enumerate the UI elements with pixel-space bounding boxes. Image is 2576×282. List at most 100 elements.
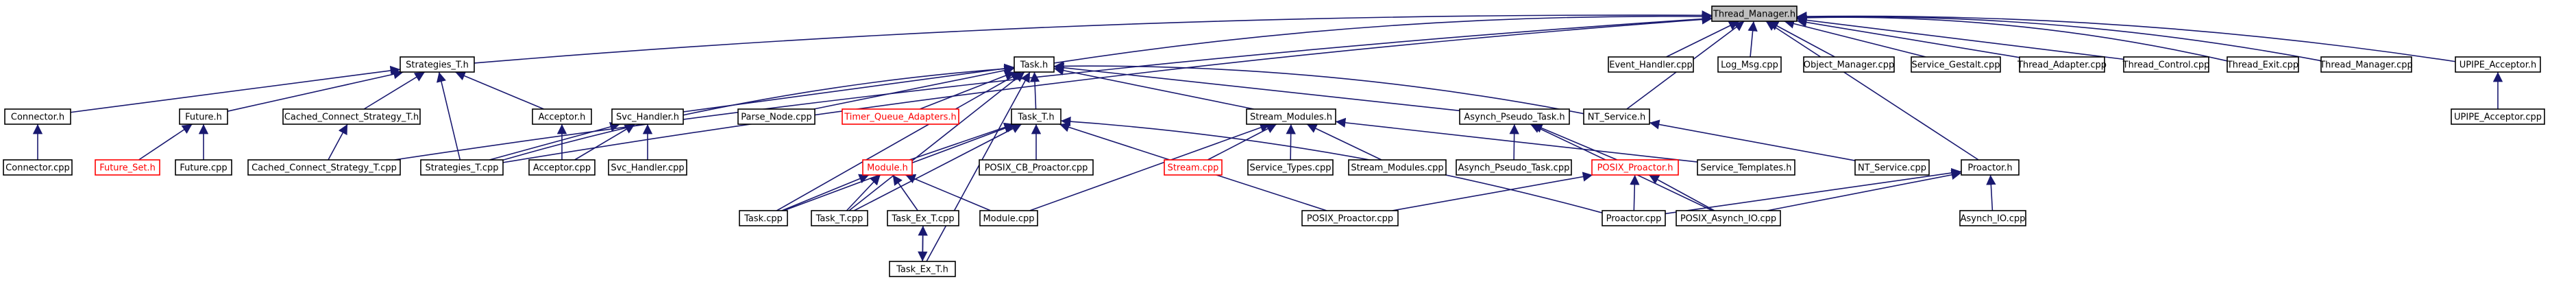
node-task_h[interactable]: Task.h xyxy=(1014,56,1055,73)
node-thread_manager_cpp[interactable]: Thread_Manager.cpp xyxy=(2319,56,2413,73)
node-label-stream_cpp: Stream.cpp xyxy=(1168,163,1219,174)
node-box-task_cpp xyxy=(739,210,788,226)
node-posix_asynch_io_cpp[interactable]: POSIX_Asynch_IO.cpp xyxy=(1676,210,1781,226)
node-box-task_ex_t_cpp xyxy=(887,210,959,226)
node-acceptor_h[interactable]: Acceptor.h xyxy=(532,108,592,125)
node-box-task_t_cpp xyxy=(811,210,868,226)
node-label-module_h: Module.h xyxy=(867,163,908,174)
node-acceptor_cpp[interactable]: Acceptor.cpp xyxy=(528,159,596,176)
node-thread_exit_cpp[interactable]: Thread_Exit.cpp xyxy=(2227,56,2299,73)
node-label-future_h: Future.h xyxy=(185,113,222,123)
node-box-thread_exit_cpp xyxy=(2227,56,2299,73)
node-service_templates_h[interactable]: Service_Templates.h xyxy=(1697,159,1795,176)
node-parse_node_cpp[interactable]: Parse_Node.cpp xyxy=(737,108,815,125)
edge-service_types_cpp-to-stream_modules_h xyxy=(1286,124,1296,161)
edge-strategies_t_cpp-to-strategies_t_h xyxy=(436,71,461,161)
node-task_t_cpp[interactable]: Task_T.cpp xyxy=(811,210,868,226)
node-box-service_templates_h xyxy=(1697,159,1795,176)
node-posix_cb_proactor_cpp[interactable]: POSIX_CB_Proactor.cpp xyxy=(979,159,1094,176)
node-asynch_pseudo_task_cpp[interactable]: Asynch_Pseudo_Task.cpp xyxy=(1456,159,1572,176)
node-svc_handler_cpp[interactable]: Svc_Handler.cpp xyxy=(608,159,687,176)
edge-module_cpp-to-module_h xyxy=(905,174,991,211)
node-upipe_acceptor_h[interactable]: UPIPE_Acceptor.h xyxy=(2455,56,2541,73)
node-box-parse_node_cpp xyxy=(737,108,815,125)
node-proactor_cpp[interactable]: Proactor.cpp xyxy=(1602,210,1666,226)
edge-timer_queue_adapters_h-to-task_h xyxy=(919,71,1016,110)
node-box-upipe_acceptor_cpp xyxy=(2451,108,2545,125)
node-asynch_pseudo_task_h[interactable]: Asynch_Pseudo_Task.h xyxy=(1459,108,1570,125)
edge-future_h-to-strategies_t_h xyxy=(227,69,404,112)
edge-nt_service_h-to-task_h xyxy=(1053,61,1584,115)
node-log_msg_cpp[interactable]: Log_Msg.cpp xyxy=(1717,56,1782,73)
node-service_types_cpp[interactable]: Service_Types.cpp xyxy=(1247,159,1334,176)
edge-stream_modules_cpp-to-stream_modules_h xyxy=(1306,124,1382,161)
node-cached_connect_strategy_t_h[interactable]: Cached_Connect_Strategy_T.h xyxy=(282,108,421,125)
edge-log_msg_cpp-to-thread_manager_h xyxy=(1747,21,1758,58)
node-module_cpp[interactable]: Module.cpp xyxy=(979,210,1038,226)
node-posix_proactor_cpp[interactable]: POSIX_Proactor.cpp xyxy=(1301,210,1399,226)
node-stream_modules_h[interactable]: Stream_Modules.h xyxy=(1246,108,1336,125)
node-svc_handler_h[interactable]: Svc_Handler.h xyxy=(611,108,684,125)
node-label-future_set_h: Future_Set.h xyxy=(99,163,156,174)
node-box-strategies_t_cpp xyxy=(420,159,504,176)
node-box-posix_proactor_h xyxy=(1591,159,1679,176)
node-stream_cpp[interactable]: Stream.cpp xyxy=(1164,159,1223,176)
node-thread_adapter_cpp[interactable]: Thread_Adapter.cpp xyxy=(2017,56,2107,73)
node-label-asynch_io_cpp: Asynch_IO.cpp xyxy=(1961,214,2026,224)
node-timer_queue_adapters_h[interactable]: Timer_Queue_Adapters.h xyxy=(842,108,959,125)
edge-posix_asynch_io_cpp-to-proactor_h xyxy=(1767,169,1962,211)
node-connector_h[interactable]: Connector.h xyxy=(4,108,71,125)
node-future_h[interactable]: Future.h xyxy=(179,108,228,125)
node-asynch_io_cpp[interactable]: Asynch_IO.cpp xyxy=(1959,210,2026,226)
node-box-connector_h xyxy=(4,108,71,125)
node-box-stream_modules_cpp xyxy=(1348,159,1447,176)
node-label-service_types_cpp: Service_Types.cpp xyxy=(1250,163,1332,174)
node-upipe_acceptor_cpp[interactable]: UPIPE_Acceptor.cpp xyxy=(2451,108,2545,125)
node-service_gestalt_cpp[interactable]: Service_Gestalt.cpp xyxy=(1911,56,2001,73)
node-task_ex_t_h[interactable]: Task_Ex_T.h xyxy=(889,261,956,277)
node-task_t_h[interactable]: Task_T.h xyxy=(1011,108,1062,125)
node-label-acceptor_cpp: Acceptor.cpp xyxy=(533,163,591,174)
node-label-log_msg_cpp: Log_Msg.cpp xyxy=(1721,60,1778,71)
edge-upipe_acceptor_h-to-thread_manager_h xyxy=(1796,11,2456,62)
node-task_ex_t_cpp[interactable]: Task_Ex_T.cpp xyxy=(887,210,959,226)
edge-acceptor_h-to-strategies_t_h xyxy=(455,71,544,110)
node-cached_connect_strategy_t_cpp[interactable]: Cached_Connect_Strategy_T.cpp xyxy=(247,159,401,176)
edge-proactor_cpp-to-proactor_h xyxy=(1665,167,1962,215)
edge-task_ex_t_h-to-task_h xyxy=(926,71,1031,262)
node-label-event_handler_cpp: Event_Handler.cpp xyxy=(1609,60,1693,71)
edge-strategies_t_cpp-to-task_h xyxy=(502,64,1015,161)
node-box-event_handler_cpp xyxy=(1608,56,1694,73)
node-nt_service_h[interactable]: NT_Service.h xyxy=(1583,108,1650,125)
node-posix_proactor_h[interactable]: POSIX_Proactor.h xyxy=(1591,159,1679,176)
node-connector_cpp[interactable]: Connector.cpp xyxy=(3,159,73,176)
edge-stream_modules_h-to-task_h xyxy=(1053,65,1254,110)
node-box-asynch_pseudo_task_h xyxy=(1459,108,1570,125)
node-module_h[interactable]: Module.h xyxy=(862,159,913,176)
node-box-nt_service_cpp xyxy=(1854,159,1930,176)
node-box-thread_control_cpp xyxy=(2123,56,2209,73)
node-box-service_types_cpp xyxy=(1247,159,1334,176)
node-label-connector_h: Connector.h xyxy=(11,113,64,123)
node-label-task_ex_t_cpp: Task_Ex_T.cpp xyxy=(891,214,954,224)
node-label-upipe_acceptor_h: UPIPE_Acceptor.h xyxy=(2460,60,2537,71)
node-thread_control_cpp[interactable]: Thread_Control.cpp xyxy=(2122,56,2210,73)
edge-task_t_cpp-to-task_h xyxy=(848,71,1025,211)
node-label-task_h: Task.h xyxy=(1020,60,1048,71)
node-future_set_h[interactable]: Future_Set.h xyxy=(95,159,160,176)
node-task_cpp[interactable]: Task.cpp xyxy=(739,210,788,226)
node-label-stream_modules_cpp: Stream_Modules.cpp xyxy=(1351,163,1443,174)
node-object_manager_cpp[interactable]: Object_Manager.cpp xyxy=(1803,56,1895,73)
node-nt_service_cpp[interactable]: NT_Service.cpp xyxy=(1854,159,1930,176)
node-label-nt_service_cpp: NT_Service.cpp xyxy=(1858,163,1926,174)
node-strategies_t_h[interactable]: Strategies_T.h xyxy=(400,56,475,73)
node-strategies_t_cpp[interactable]: Strategies_T.cpp xyxy=(420,159,504,176)
node-stream_modules_cpp[interactable]: Stream_Modules.cpp xyxy=(1348,159,1447,176)
node-proactor_h[interactable]: Proactor.h xyxy=(1961,159,2020,176)
node-box-future_cpp xyxy=(175,159,232,176)
node-event_handler_cpp[interactable]: Event_Handler.cpp xyxy=(1608,56,1694,73)
node-future_cpp[interactable]: Future.cpp xyxy=(175,159,232,176)
node-thread_manager_h[interactable]: Thread_Manager.h xyxy=(1711,5,1798,22)
node-box-task_t_h xyxy=(1011,108,1062,125)
